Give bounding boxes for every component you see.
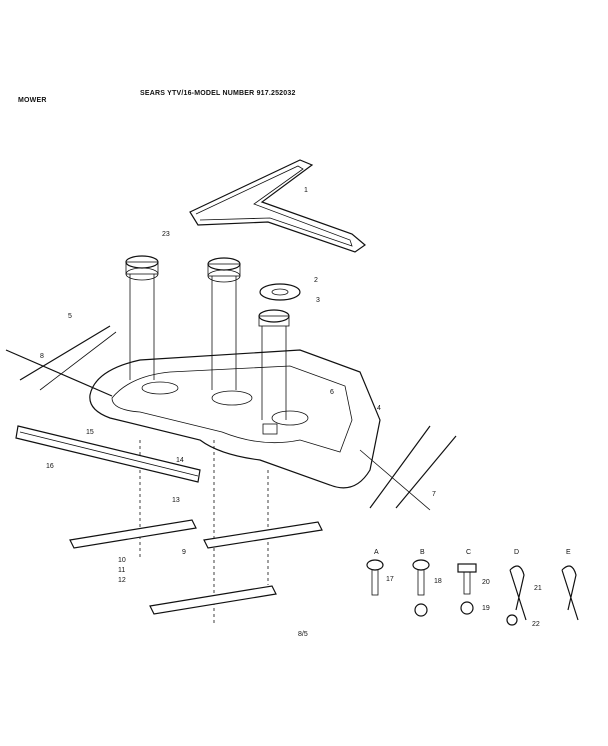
section-label: MOWER	[18, 97, 47, 104]
callout-16: 16	[46, 463, 54, 470]
callout-18: 18	[434, 578, 442, 585]
callout-5: 5	[68, 313, 72, 320]
callout-14: 14	[176, 457, 184, 464]
hardware-letter-e: E	[566, 549, 571, 556]
blade-center	[149, 585, 277, 615]
callout-1: 1	[304, 187, 308, 194]
callout-15: 15	[86, 429, 94, 436]
callout-2: 2	[314, 277, 318, 284]
callout-20: 20	[482, 579, 490, 586]
callout-22: 22	[532, 621, 540, 628]
callout-9: 9	[182, 549, 186, 556]
callout-17: 17	[386, 576, 394, 583]
hanger-rod-right	[369, 425, 431, 509]
idler-pulley	[259, 283, 301, 301]
callout-7: 7	[432, 491, 436, 498]
callout-3: 3	[316, 297, 320, 304]
callout-13: 13	[172, 497, 180, 504]
v-belt	[189, 159, 366, 253]
callout-12: 12	[118, 577, 126, 584]
callout-10: 10	[118, 557, 126, 564]
callout-4: 4	[377, 405, 381, 412]
hardware-letter-a: A	[374, 549, 379, 556]
hairpin-clip-e	[561, 565, 579, 621]
blade-left	[69, 519, 197, 549]
callout-11: 11	[118, 567, 125, 574]
callout-23: 23	[162, 231, 170, 238]
hardware-letter-d: D	[514, 549, 519, 556]
page-code: 8/5	[298, 631, 308, 638]
callout-6: 6	[330, 389, 334, 396]
callout-8: 8	[40, 353, 44, 360]
hardware-letter-b: B	[420, 549, 425, 556]
callout-21: 21	[534, 585, 542, 592]
blade-right	[203, 521, 323, 549]
diagram-title: SEARS YTV/16-MODEL NUMBER 917.252032	[140, 90, 296, 97]
hairpin-clip-d	[509, 565, 527, 621]
mower-deck	[89, 349, 381, 489]
callout-19: 19	[482, 605, 490, 612]
hanger-rod-left	[19, 325, 111, 381]
hardware-letter-c: C	[466, 549, 471, 556]
